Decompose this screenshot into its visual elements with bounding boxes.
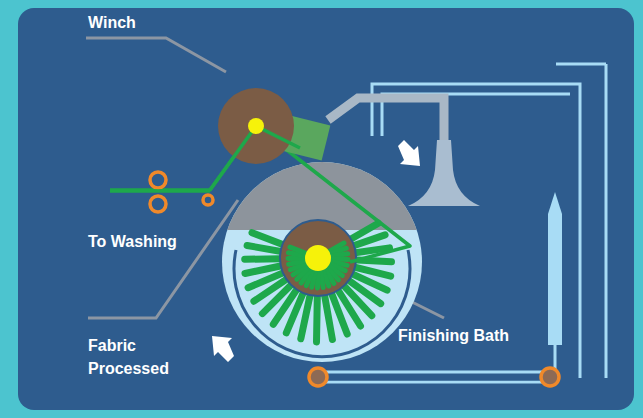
part-label: Winch — [88, 11, 136, 34]
part-label: Finishing Bath — [398, 324, 509, 347]
part-label: Fabric Processed — [88, 334, 184, 380]
part-label: To Washing — [88, 230, 177, 253]
